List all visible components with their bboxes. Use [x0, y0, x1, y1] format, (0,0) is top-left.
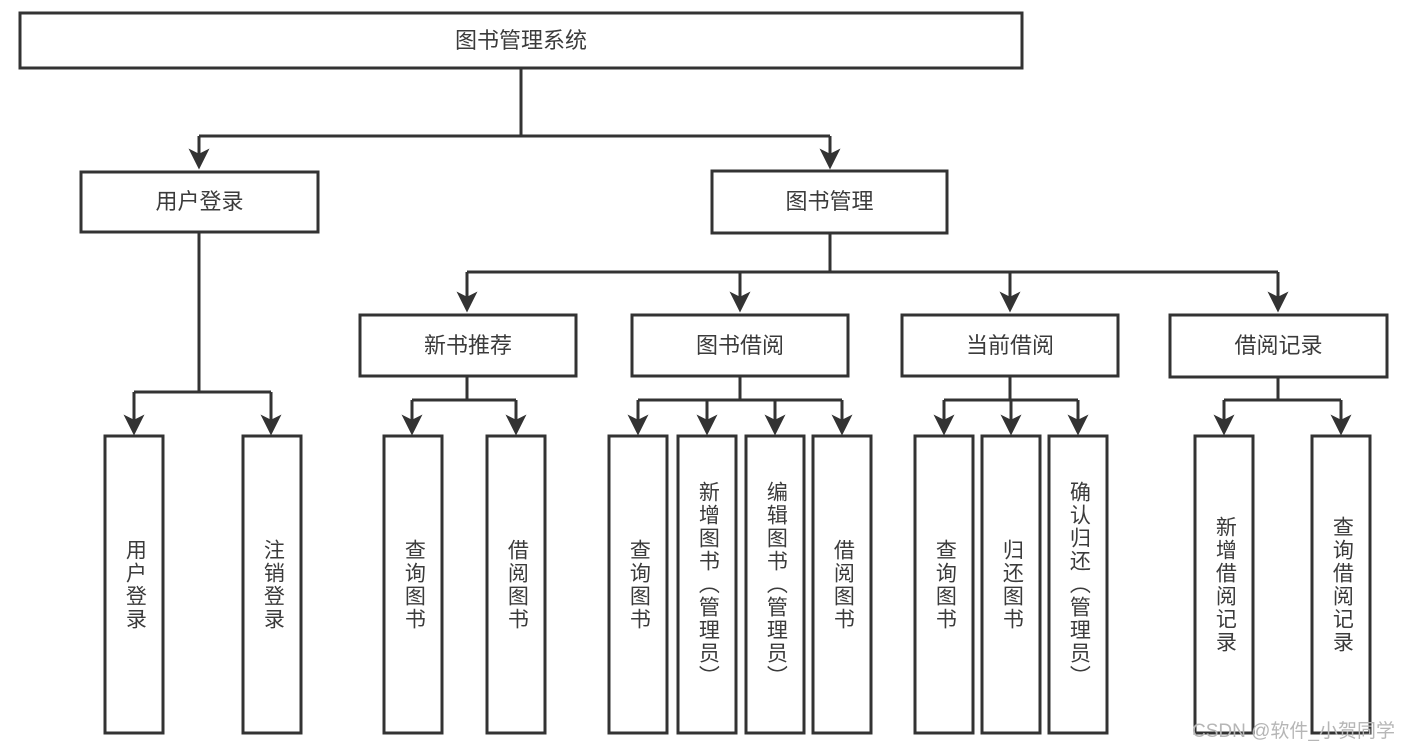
node-leaf-confirm-return[interactable] [1047, 434, 1109, 735]
edge-bookmanage-to-level2 [456, 233, 1289, 313]
node-borrow-record[interactable] [1168, 313, 1389, 379]
node-leaf-return-book[interactable] [980, 434, 1042, 735]
node-leaf-query-book-1[interactable] [382, 434, 444, 735]
edge-borrowrecord-to-leaves [1213, 377, 1352, 436]
node-leaf-borrow-book-2[interactable] [811, 434, 873, 735]
edge-userlogin-to-leaves [123, 232, 282, 436]
node-leaf-add-book[interactable] [676, 434, 738, 735]
node-new-book-rec[interactable] [358, 313, 578, 378]
node-leaf-user-logout[interactable] [241, 434, 303, 735]
edge-newbook-to-leaves [401, 376, 527, 436]
node-leaf-add-record[interactable] [1193, 434, 1255, 735]
node-leaf-query-book-2[interactable] [607, 434, 669, 735]
node-leaf-query-book-3[interactable] [913, 434, 975, 735]
node-book-borrow[interactable] [630, 313, 850, 378]
edge-root-to-level1 [188, 68, 841, 170]
csdn-watermark: CSDN @软件_小贺同学 [1192, 721, 1395, 742]
node-root[interactable] [18, 11, 1024, 70]
edge-currentborrow-to-leaves [933, 376, 1089, 436]
node-leaf-edit-book[interactable] [744, 434, 806, 735]
node-user-login[interactable] [79, 170, 320, 234]
node-leaf-query-record[interactable] [1310, 434, 1372, 735]
node-book-manage[interactable] [710, 169, 949, 235]
node-current-borrow[interactable] [900, 313, 1120, 378]
edge-bookborrow-to-leaves [627, 376, 853, 436]
node-leaf-user-login[interactable] [103, 434, 165, 735]
node-leaf-borrow-book-1[interactable] [485, 434, 547, 735]
